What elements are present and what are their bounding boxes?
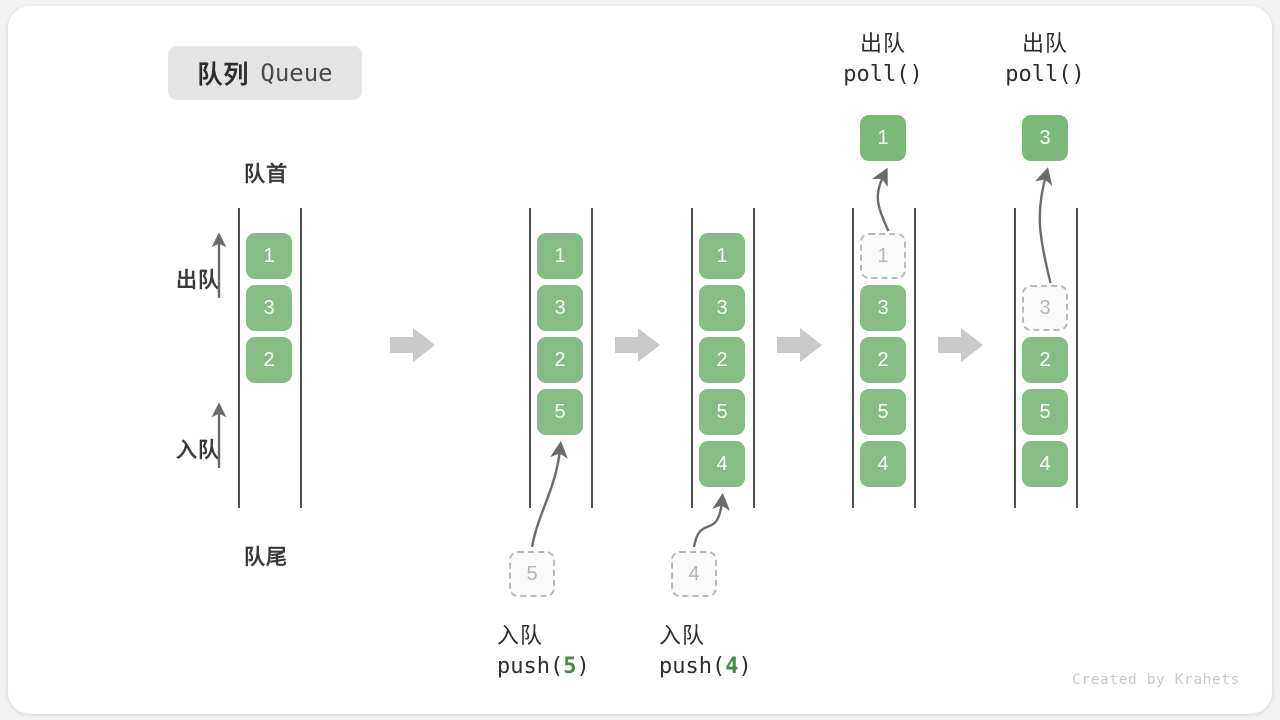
queue-head-label: 队首	[244, 163, 288, 186]
operation-caption: 出队 poll()	[788, 28, 978, 90]
operation-caption-cn: 入队	[659, 623, 706, 648]
queue-cell: 2	[860, 337, 906, 383]
rail-left	[1014, 208, 1016, 508]
popped-cell: 1	[860, 115, 906, 161]
enqueue-side-label: 入队	[176, 439, 220, 462]
credit-text: Created by Krahets	[1072, 672, 1240, 688]
queue-cell: 3	[699, 285, 745, 331]
queue-cell: 5	[699, 389, 745, 435]
operation-caption-code: push(5)	[497, 654, 590, 680]
operation-caption-code: push(4)	[659, 654, 752, 680]
queue-cell: 2	[1022, 337, 1068, 383]
queue-tail-label: 队尾	[244, 546, 288, 569]
title-en: Queue	[260, 59, 333, 87]
queue-cell: 4	[1022, 441, 1068, 487]
queue-cell: 4	[699, 441, 745, 487]
input-ghost-cell: 5	[509, 551, 555, 597]
queue-cell: 3	[246, 285, 292, 331]
rail-left	[238, 208, 240, 508]
rail-left	[529, 208, 531, 508]
rail-right	[753, 208, 755, 508]
title-cn: 队列	[197, 61, 250, 89]
queue-cell: 5	[1022, 389, 1068, 435]
rail-right	[914, 208, 916, 508]
queue-cell: 1	[699, 233, 745, 279]
queue-cell: 1	[246, 233, 292, 279]
diagram-card	[8, 6, 1272, 714]
queue-cell: 2	[246, 337, 292, 383]
operation-caption-cn: 出队	[859, 31, 906, 56]
operation-argument: 5	[563, 654, 577, 680]
queue-cell: 3	[537, 285, 583, 331]
queue-cell: 1	[537, 233, 583, 279]
popped-cell: 3	[1022, 115, 1068, 161]
input-ghost-cell: 4	[671, 551, 717, 597]
rail-right	[300, 208, 302, 508]
rail-left	[691, 208, 693, 508]
queue-cell: 2	[699, 337, 745, 383]
queue-cell-ghost: 1	[860, 233, 906, 279]
rail-right	[591, 208, 593, 508]
operation-caption: 入队 push(5)	[437, 620, 657, 682]
dequeue-side-label: 出队	[176, 269, 220, 292]
operation-argument: 4	[725, 654, 739, 680]
queue-cell: 5	[860, 389, 906, 435]
operation-caption: 出队 poll()	[950, 28, 1140, 90]
operation-caption: 入队 push(4)	[599, 620, 819, 682]
operation-caption-code: poll()	[843, 62, 923, 88]
operation-caption-code: poll()	[1005, 62, 1085, 88]
rail-left	[852, 208, 854, 508]
rail-right	[1076, 208, 1078, 508]
queue-cell: 5	[537, 389, 583, 435]
operation-caption-cn: 出队	[1021, 31, 1068, 56]
queue-cell: 4	[860, 441, 906, 487]
title-badge: 队列 Queue	[168, 46, 362, 100]
queue-cell: 3	[860, 285, 906, 331]
operation-caption-cn: 入队	[497, 623, 544, 648]
queue-cell: 2	[537, 337, 583, 383]
queue-cell-ghost: 3	[1022, 285, 1068, 331]
